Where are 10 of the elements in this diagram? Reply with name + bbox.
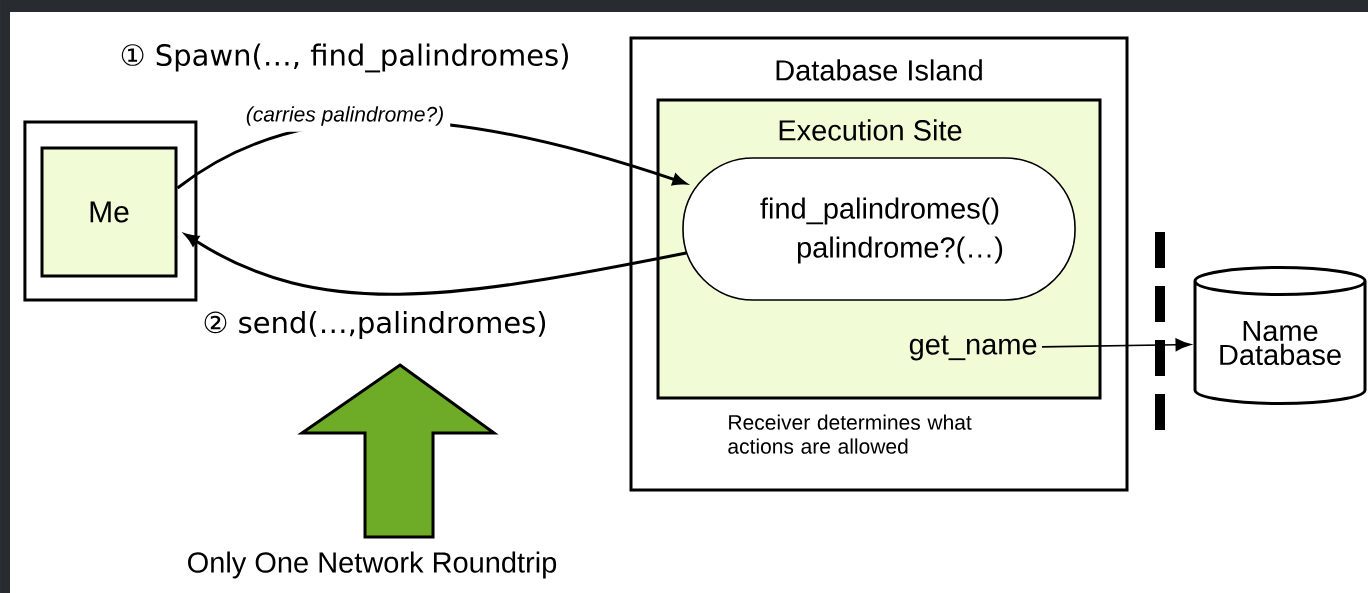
step-label: ② send(…,palindromes) (204, 310, 546, 339)
database-cylinder: Name Database (1193, 266, 1367, 405)
process-box: Me (40, 146, 178, 278)
function-name: get_name (909, 335, 1037, 361)
edge-label: (carries palindrome?) (239, 100, 451, 132)
arrow (1041, 338, 1192, 352)
process-pill: find_palindromes() palindrome?(…) (682, 157, 1076, 301)
caption-label: Only One Network Roundtrip (188, 551, 557, 579)
step-label: ① Spawn(…, find_palindromes) (121, 43, 568, 73)
outer-box (23, 120, 198, 302)
